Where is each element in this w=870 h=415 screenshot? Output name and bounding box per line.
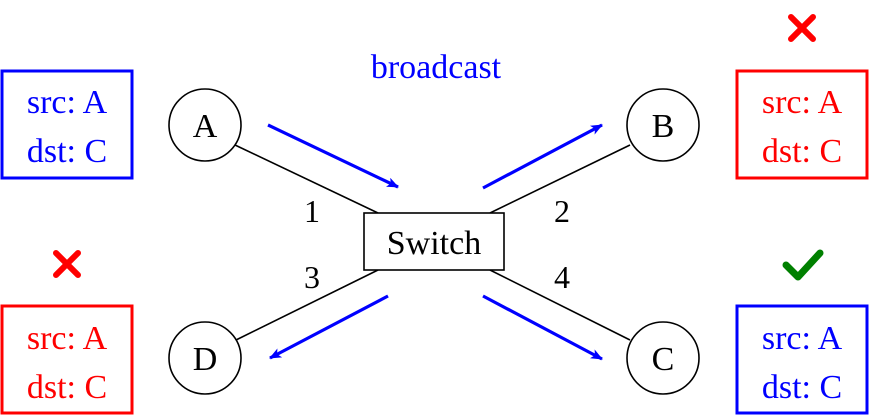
cross-icon xyxy=(53,250,81,278)
port-3-label: 3 xyxy=(304,259,320,295)
frame-d-src: src: A xyxy=(27,320,108,357)
check-icon xyxy=(782,249,824,281)
arrow-switch-to-b xyxy=(482,123,603,190)
port-2-label: 2 xyxy=(554,193,570,229)
frame-a: src: A dst: C xyxy=(0,69,134,180)
cross-icon xyxy=(788,14,816,42)
broadcast-label: broadcast xyxy=(371,49,502,86)
frame-c: src: A dst: C xyxy=(735,304,869,415)
frame-b: src: A dst: C xyxy=(735,69,869,180)
link-d-switch xyxy=(235,269,379,341)
host-b-label: B xyxy=(652,108,675,145)
host-c-circle xyxy=(626,321,700,395)
frame-d-dst: dst: C xyxy=(27,369,107,406)
frame-a-src: src: A xyxy=(27,84,108,121)
host-c: C xyxy=(626,321,700,395)
arrow-switch-to-d xyxy=(269,294,389,360)
port-4-label: 4 xyxy=(554,259,570,295)
port-1-label: 1 xyxy=(304,193,320,229)
frame-d: src: A dst: C xyxy=(0,304,134,415)
frame-a-dst: dst: C xyxy=(27,133,107,170)
link-b-switch xyxy=(489,144,631,214)
host-b-circle xyxy=(626,88,700,162)
host-a-label: A xyxy=(193,108,218,145)
frame-c-box xyxy=(735,304,869,415)
arrow-a-to-switch xyxy=(267,123,399,189)
frame-b-box xyxy=(735,69,869,180)
link-c-switch xyxy=(489,269,631,341)
host-a-circle xyxy=(168,88,242,162)
frame-b-dst: dst: C xyxy=(762,133,842,170)
host-b: B xyxy=(626,88,700,162)
host-d-label: D xyxy=(193,341,218,378)
arrow-switch-to-c xyxy=(482,294,603,361)
frame-d-box xyxy=(0,304,134,415)
host-d-circle xyxy=(168,321,242,395)
frame-c-src: src: A xyxy=(762,320,843,357)
frame-b-src: src: A xyxy=(762,84,843,121)
host-a: A xyxy=(168,88,242,162)
frame-c-dst: dst: C xyxy=(762,369,842,406)
host-d: D xyxy=(168,321,242,395)
host-c-label: C xyxy=(652,341,675,378)
switch-box xyxy=(363,212,505,271)
link-a-switch xyxy=(234,144,379,214)
switch-label: Switch xyxy=(387,225,481,262)
frame-a-box xyxy=(0,69,134,180)
